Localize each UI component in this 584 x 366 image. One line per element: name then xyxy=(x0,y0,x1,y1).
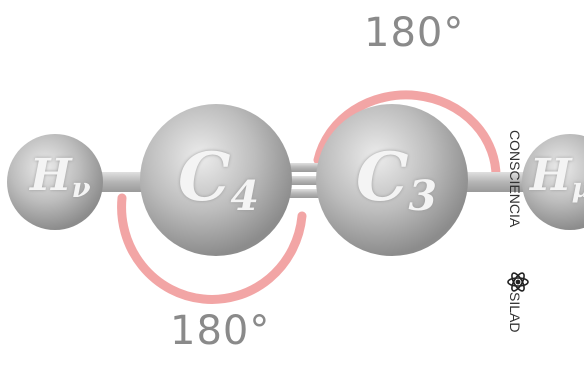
angle-arc-top xyxy=(313,90,501,185)
angle-label-top: 180° xyxy=(364,10,465,56)
atom-label-c4: C4 xyxy=(178,138,259,221)
atom-c4 xyxy=(140,104,292,256)
bond-c3-hm xyxy=(450,172,540,192)
atom-hm xyxy=(522,134,584,230)
atom-label-hv: Hν xyxy=(30,150,91,204)
atom-hv xyxy=(7,134,103,230)
bond-c4-c3-c xyxy=(270,189,340,198)
angle-arc-bottom xyxy=(117,193,307,304)
atom-label-hm: Hμ xyxy=(530,150,584,204)
bond-c4-c3-b xyxy=(270,176,340,185)
watermark-silad: SILAD xyxy=(507,292,523,333)
atom-c3 xyxy=(316,104,468,256)
angle-label-bottom: 180° xyxy=(170,308,271,354)
atom-label-c3: C3 xyxy=(356,138,437,221)
atom-logo-icon xyxy=(507,272,529,292)
bond-c4-c3-a xyxy=(270,163,340,172)
watermark-consciencia: CONSCIENCIA xyxy=(507,130,523,228)
